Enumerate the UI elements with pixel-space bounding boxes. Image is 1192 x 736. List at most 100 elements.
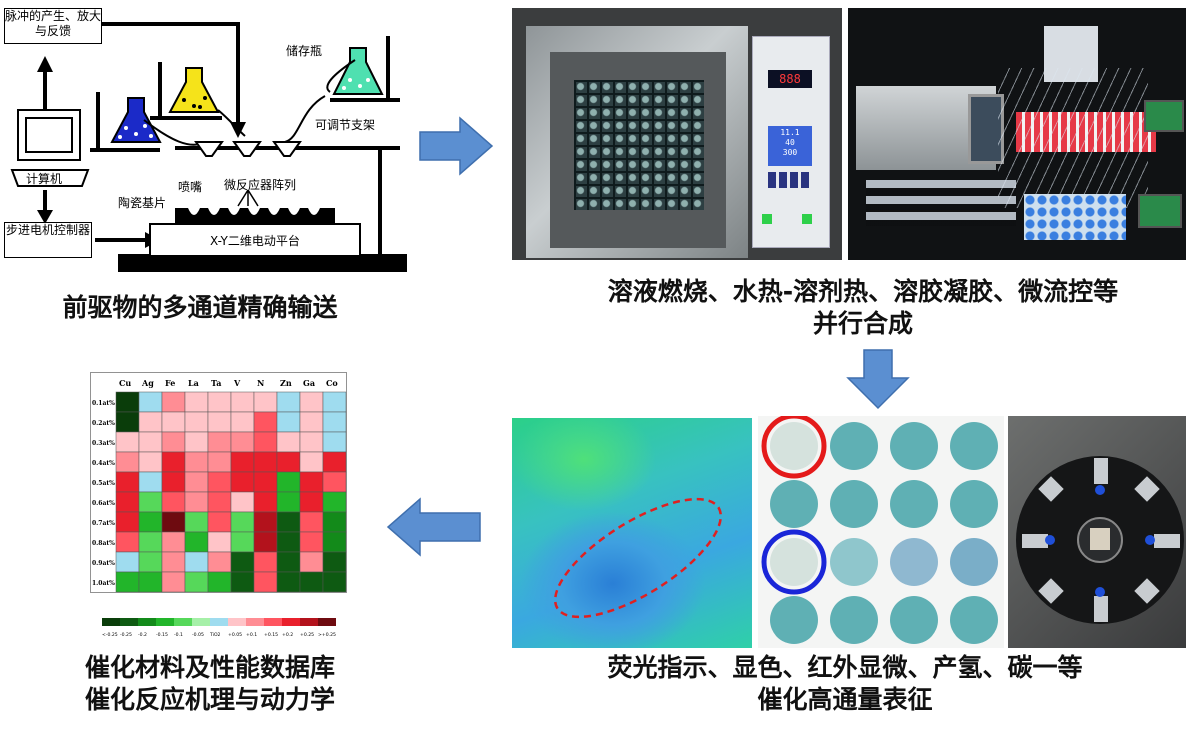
flask-blue-icon xyxy=(110,97,162,143)
heatmap-cell xyxy=(276,451,301,473)
heatmap-cell xyxy=(138,491,163,513)
heatmap-cell xyxy=(299,491,324,513)
reactor-label: 微反应器阵列 xyxy=(224,178,297,192)
heatmap-cell xyxy=(184,511,209,533)
heatmap-cell xyxy=(230,431,255,453)
heatmap-cell xyxy=(276,531,301,553)
heatmap-cell xyxy=(115,571,140,593)
heatmap-cell xyxy=(184,471,209,493)
heatmap-cell xyxy=(115,491,140,513)
arrow-left-icon xyxy=(386,497,481,557)
heatmap-cell xyxy=(184,431,209,453)
sample-discs xyxy=(761,416,998,644)
heatmap-cell xyxy=(322,531,347,553)
stepper-box: 步进电机控制器 xyxy=(4,222,92,258)
heatmap-cell xyxy=(299,571,324,593)
heatmap-cell xyxy=(207,491,232,513)
sample-discs-photo xyxy=(758,416,1004,648)
heatmap-cell xyxy=(253,571,278,593)
legend-label: -0.2 xyxy=(138,632,147,638)
legend-label: <-0.25 xyxy=(102,632,118,638)
heatmap-row-label: 0.5at% xyxy=(92,480,115,487)
heatmap-cell xyxy=(184,451,209,473)
heatmap-cell xyxy=(138,411,163,433)
heatmap-cell xyxy=(115,531,140,553)
heatmap-cell xyxy=(322,471,347,493)
legend-swatch xyxy=(228,618,246,626)
heatmap-cell xyxy=(115,451,140,473)
platform-box xyxy=(149,223,361,257)
legend-label: >+0.25 xyxy=(318,632,336,638)
reactor-grid xyxy=(574,80,704,210)
heatmap-cell xyxy=(322,411,347,433)
legend-label: TiO2 xyxy=(209,632,221,638)
heatmap-cell xyxy=(184,411,209,433)
heatmap-cell xyxy=(230,531,255,553)
legend-label: +0.1 xyxy=(246,632,257,638)
circuit-board-2 xyxy=(1138,194,1182,228)
legend-swatch xyxy=(300,618,318,626)
synthesis-schematic xyxy=(10,22,407,272)
heatmap-cell xyxy=(115,511,140,533)
heatmap-cell xyxy=(138,531,163,553)
heatmap-cell xyxy=(276,391,301,413)
heatmap-cell xyxy=(322,451,347,473)
heatmap-cell xyxy=(115,411,140,433)
heatmap-cell xyxy=(207,511,232,533)
heatmap-cell xyxy=(184,391,209,413)
legend-label: +0.25 xyxy=(300,632,314,638)
heatmap-cell xyxy=(322,491,347,513)
caption-top-left: 前驱物的多通道精确输送 xyxy=(62,293,338,322)
heatmap-cell xyxy=(138,511,163,533)
legend-swatch xyxy=(192,618,210,626)
heatmap-cell xyxy=(253,411,278,433)
heatmap-cell xyxy=(276,511,301,533)
heatmap-cell xyxy=(299,411,324,433)
heatmap-cell xyxy=(253,491,278,513)
heatmap-cell xyxy=(299,531,324,553)
reactor-bath-photo: 888 11.1 40 300 xyxy=(512,8,842,260)
stepper-label: 步进电机控制器 xyxy=(5,223,90,237)
heatmap-col-label: V xyxy=(233,378,241,388)
heatmap-cell xyxy=(276,551,301,573)
heatmap-cell xyxy=(230,471,255,493)
heatmap-cell xyxy=(207,571,232,593)
substrate-label: 陶瓷基片 xyxy=(118,196,167,210)
heatmap-cell xyxy=(161,471,186,493)
heatmap-cell xyxy=(161,451,186,473)
legend-swatch xyxy=(102,618,120,626)
heatmap-cell xyxy=(299,391,324,413)
legend-swatch xyxy=(318,618,336,626)
heatmap-cell xyxy=(207,391,232,413)
heatmap-row-label: 0.2at% xyxy=(92,420,115,427)
heatmap-cell xyxy=(207,551,232,573)
green-switch-icon-2 xyxy=(802,214,812,224)
heatmap-cell xyxy=(253,531,278,553)
heatmap-cell xyxy=(299,451,324,473)
heatmap-cell xyxy=(207,471,232,493)
heatmap-cell xyxy=(253,391,278,413)
schematic-lines xyxy=(43,22,240,242)
heatmap-cell xyxy=(207,411,232,433)
photoreactor-photo xyxy=(1008,416,1186,648)
caption-bottom-left: 催化材料及性能数据库 催化反应机理与动力学 xyxy=(84,653,335,714)
legend-swatch xyxy=(138,618,156,626)
heatmap-cell xyxy=(138,391,163,413)
heatmap-cell xyxy=(299,511,324,533)
fluorescence-map xyxy=(512,418,752,648)
heatmap-cell xyxy=(322,571,347,593)
heatmap-row-label: 0.4at% xyxy=(92,460,115,467)
legend-swatch xyxy=(246,618,264,626)
microfluidic-photo xyxy=(848,8,1186,260)
heatmap-cell xyxy=(161,571,186,593)
heatmap-cell xyxy=(138,571,163,593)
heatmap-cell xyxy=(230,411,255,433)
heatmap-col-label: Ag xyxy=(141,378,154,388)
heatmap-cell xyxy=(276,571,301,593)
heatmap-cell xyxy=(322,391,347,413)
legend-swatch xyxy=(264,618,282,626)
heatmap-cell xyxy=(138,451,163,473)
flask-yellow-icon xyxy=(168,67,220,113)
controller-display-top: 888 xyxy=(768,70,812,88)
